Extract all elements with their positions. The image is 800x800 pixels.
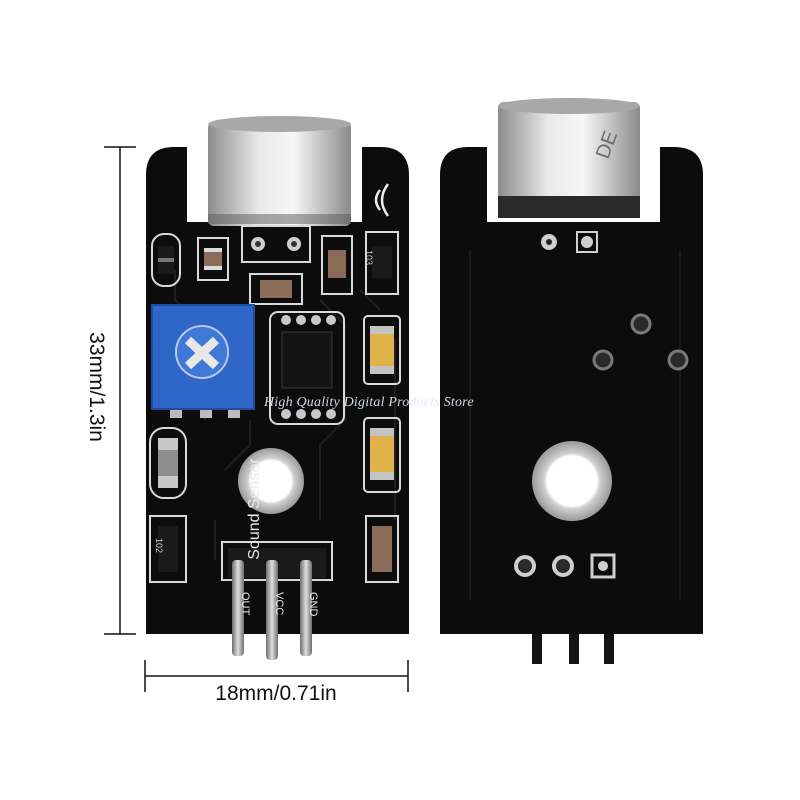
op-amp-chip [269,311,345,425]
sound-wave-icon [374,183,390,217]
back-microphone: DE [498,98,640,218]
pin-label-vcc: VCC [273,592,285,616]
sound-sensor-silkscreen: Sound Sensor [246,458,263,560]
front-board [146,116,409,660]
width-dimension [144,660,409,692]
back-board: DE [440,98,703,664]
back-pin-pads [514,553,616,579]
height-dimension [104,146,136,635]
mounting-hole [238,448,304,514]
back-solder-points [541,231,689,371]
back-mounting-hole [532,441,612,521]
microphone [208,116,351,226]
smd-components [149,231,401,583]
height-dimension-label: 33mm/1.3in [85,332,108,442]
pin-label-out: OUT [239,592,251,616]
width-dimension-label: 18mm/0.71in [215,682,337,705]
resistor-code-bottom: 102 [154,538,164,554]
mic-solder-pads [241,225,311,263]
resistor-code-top: 103 [364,250,374,266]
pin-label-gnd: GND [307,592,319,617]
back-pins [532,634,614,664]
pin-header [221,541,333,660]
potentiometer [151,304,255,418]
store-watermark: High Quality Digital Products Store [264,395,474,410]
